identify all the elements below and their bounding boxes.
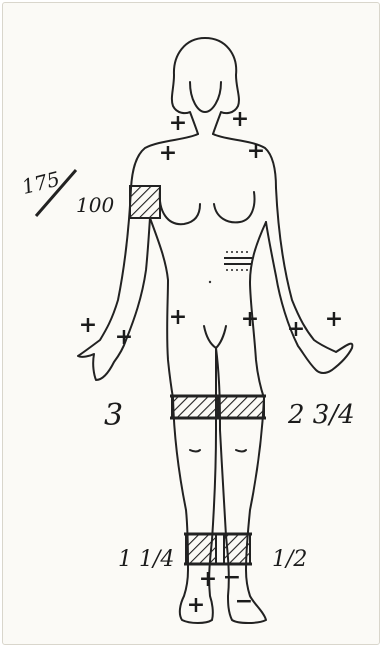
pulse-mark-carotid-right: + [159, 140, 177, 166]
knee-left [236, 450, 246, 452]
ankle-right-measure: 1 1/4 [118, 547, 174, 572]
breast-left [214, 192, 254, 222]
pulse-mark-femoral-right: + [169, 304, 187, 330]
navel-dot [209, 281, 211, 283]
pulse-mark-foot-right-1: + [199, 566, 217, 592]
thigh-left-measure: 2 3/4 [287, 400, 355, 430]
breast-right [160, 190, 200, 224]
pulse-mark-femoral-left: + [241, 306, 259, 332]
pulse-mark-radial-right-1: + [79, 312, 97, 338]
ankle-left-measure: 1/2 [272, 547, 307, 572]
pulse-mark-temporal-right: + [169, 110, 187, 136]
arm-left-outline [266, 188, 352, 373]
thigh-left-band [218, 396, 264, 418]
arm-cuff-band [130, 186, 160, 218]
pulse-mark-foot-left-2: − [235, 588, 253, 614]
pulse-mark-foot-right-2: + [187, 592, 205, 618]
flank-scar [224, 252, 252, 270]
pulse-mark-carotid-left: + [247, 138, 265, 164]
ankle-left-band [224, 534, 250, 564]
bp-diastolic-label: 100 [76, 193, 114, 217]
ankle-right-band [186, 534, 216, 564]
crotch-outline [204, 326, 226, 348]
pulse-mark-radial-left-1: + [287, 316, 305, 342]
pulse-mark-radial-left-2: + [325, 306, 343, 332]
thigh-right-measure: 3 [104, 398, 123, 433]
pulse-mark-radial-right-2: + [115, 324, 133, 350]
pulse-mark-temporal-left: + [231, 106, 249, 132]
knee-right [190, 450, 200, 452]
thigh-right-band [172, 396, 218, 418]
face-outline [190, 82, 221, 112]
pulse-mark-foot-left-1: − [223, 564, 241, 590]
